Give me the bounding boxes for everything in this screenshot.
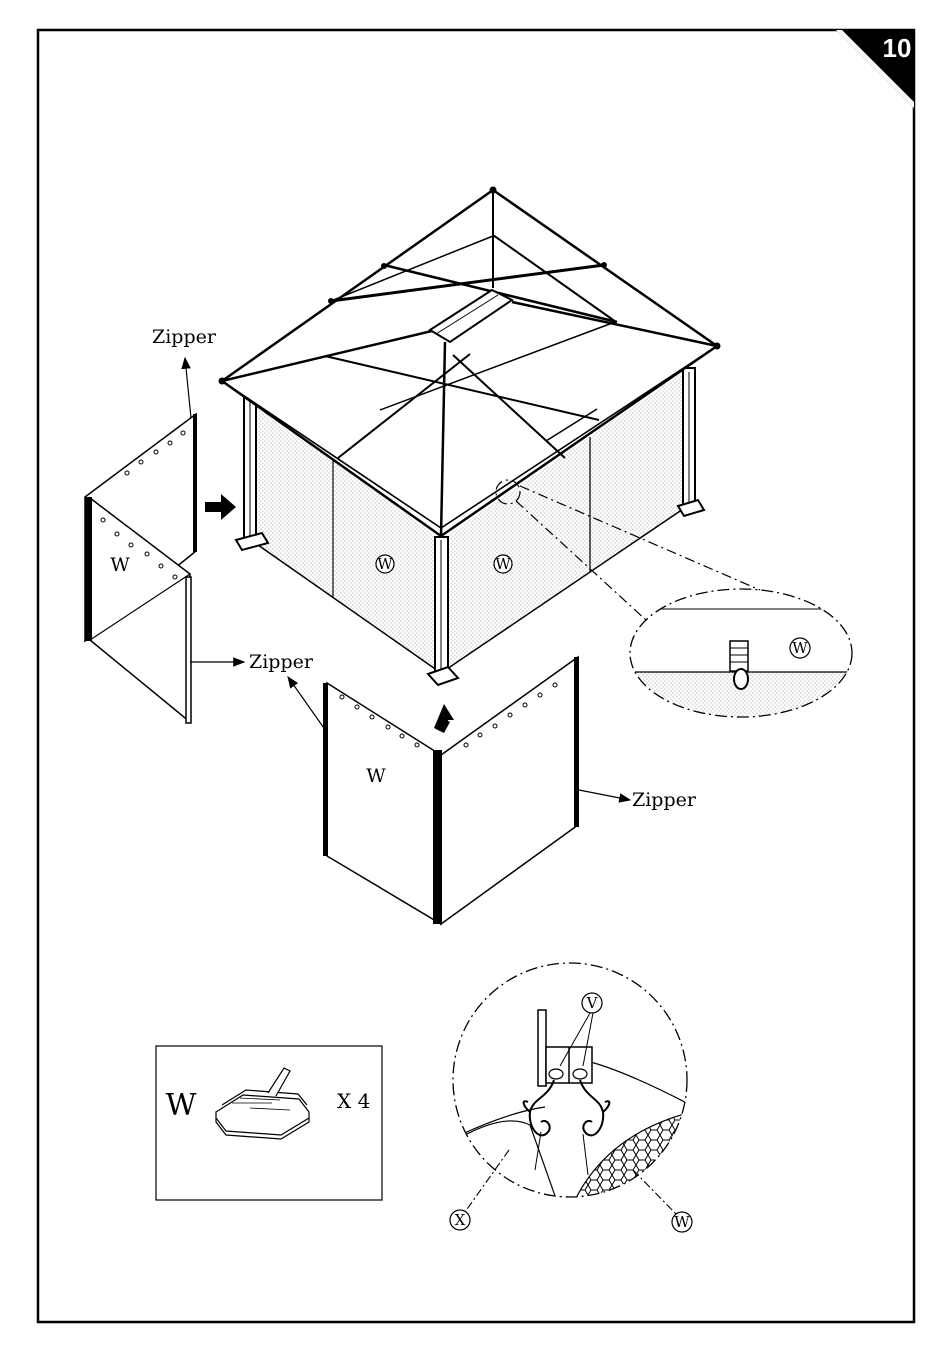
parts-box-letter: W: [166, 1088, 197, 1123]
parts-box-quantity: X 4: [337, 1089, 370, 1113]
svg-text:X: X: [455, 1211, 466, 1229]
wall-callout-right: W: [494, 555, 512, 573]
zipper-label-front-right: Zipper: [632, 789, 697, 811]
front-wall-panel: [323, 657, 579, 924]
svg-text:V: V: [586, 994, 599, 1012]
left-wall-panel: [85, 414, 197, 723]
svg-text:W: W: [377, 555, 393, 573]
zipper-label-top-left: Zipper: [152, 326, 217, 348]
parts-box: W X 4: [156, 1046, 382, 1200]
arrow-up-icon: [434, 704, 454, 733]
step-number: 10: [883, 33, 912, 63]
gazebo-illustration: [219, 187, 720, 685]
wall-callout-left: W: [376, 555, 394, 573]
arrow-right-icon: [205, 494, 236, 520]
zipper-label-left-panel: Zipper: [249, 651, 314, 673]
left-panel-letter: W: [110, 554, 130, 576]
detail-ellipse-hook: W: [620, 589, 860, 732]
svg-text:W: W: [792, 639, 808, 657]
front-panel-letter: W: [366, 765, 386, 787]
detail-circle-hook: V X W: [440, 963, 700, 1232]
svg-text:W: W: [674, 1213, 690, 1231]
svg-text:W: W: [495, 555, 511, 573]
